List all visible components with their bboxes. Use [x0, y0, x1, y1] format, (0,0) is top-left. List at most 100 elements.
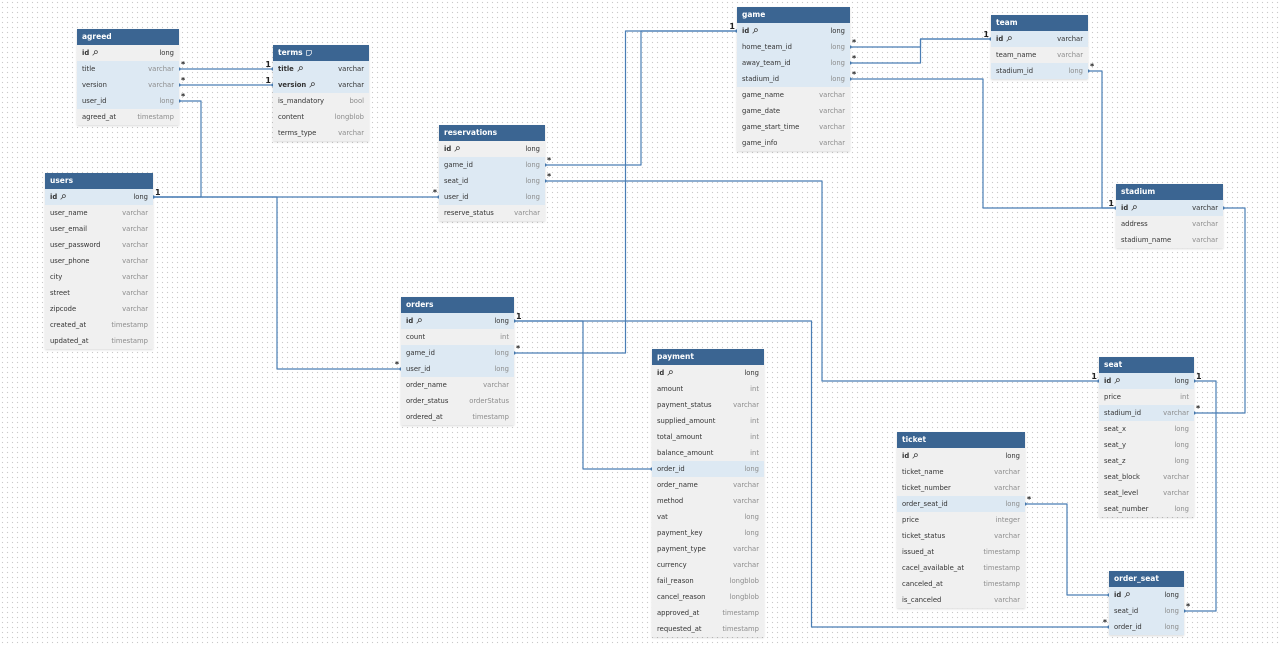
relationship-line[interactable] — [545, 30, 737, 166]
table-title[interactable]: team — [991, 15, 1088, 31]
relationship-line[interactable] — [153, 196, 401, 370]
table-title[interactable]: orders — [401, 297, 514, 313]
table-title[interactable]: terms — [273, 45, 369, 61]
table-title[interactable]: game — [737, 7, 850, 23]
relationship-line[interactable] — [1025, 503, 1109, 596]
relationship-line[interactable] — [850, 78, 1116, 209]
relationship-line[interactable] — [514, 30, 737, 354]
relationship-line[interactable] — [545, 180, 1099, 382]
table-title[interactable]: users — [45, 173, 153, 189]
table-title[interactable]: seat — [1099, 357, 1194, 373]
relationship-line[interactable] — [1088, 70, 1116, 209]
table-title[interactable]: ticket — [897, 432, 1025, 448]
table-title[interactable]: order_seat — [1109, 571, 1184, 587]
relationship-line[interactable] — [850, 38, 991, 48]
table-title[interactable]: stadium — [1116, 184, 1223, 200]
relationship-line[interactable] — [850, 38, 991, 64]
table-title[interactable]: payment — [652, 349, 764, 365]
